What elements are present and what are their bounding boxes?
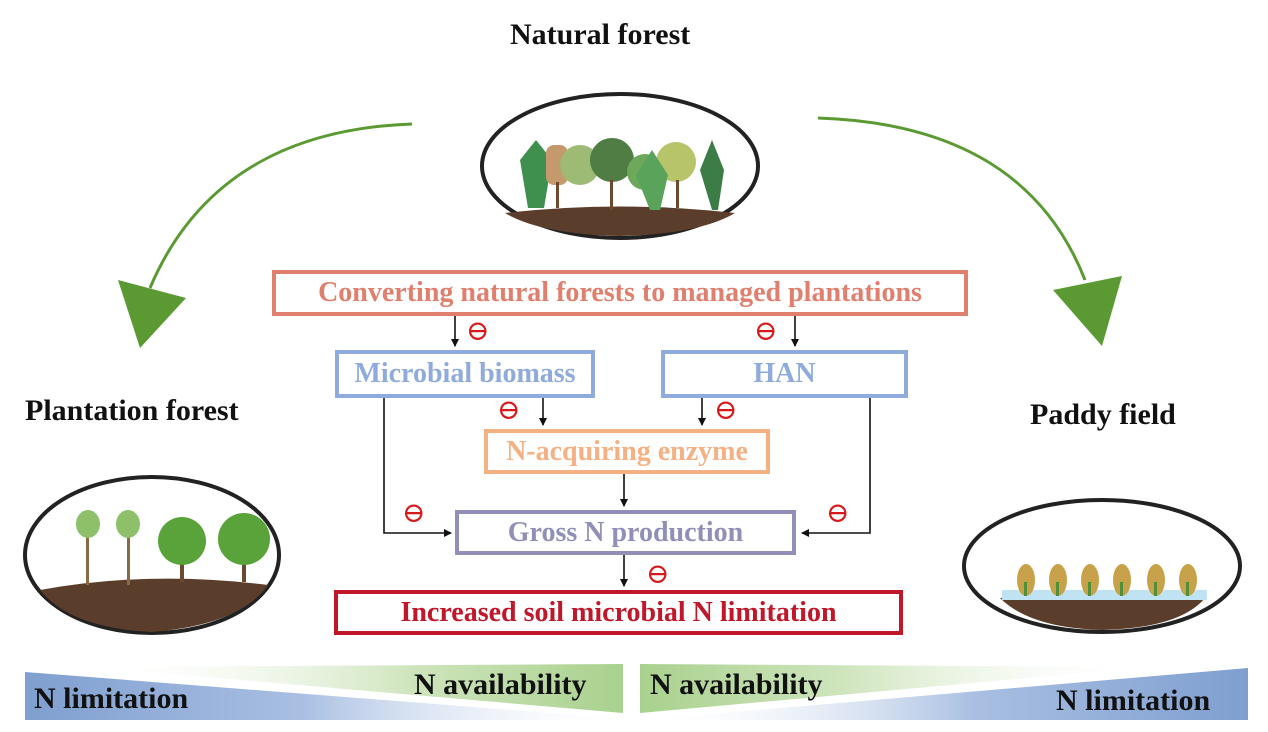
- gradient-bar: [25, 664, 1248, 720]
- n-acquiring-enzyme-box: N-acquiring enzyme: [484, 429, 770, 474]
- conversion-arrow-right: [817, 116, 1122, 346]
- negative-effect-icon: ⊖: [826, 498, 850, 529]
- arrow-biomass-to-gross: [383, 398, 452, 537]
- right-availability-wedge: [640, 664, 1150, 713]
- plantation-forest-label: Plantation forest: [25, 394, 239, 427]
- gross-n-production-box: Gross N production: [455, 510, 796, 555]
- plantation-forest-illustration: [23, 475, 281, 635]
- left-limitation-wedge: [25, 672, 640, 720]
- negative-effect-icon: ⊖: [646, 559, 670, 590]
- negative-effect-icon: ⊖: [466, 316, 490, 347]
- outcome-box: Increased soil microbial N limitation: [334, 590, 903, 635]
- right-limitation-wedge: [640, 668, 1248, 720]
- conversion-arrow-left: [118, 122, 413, 348]
- flow-connectors: [383, 316, 871, 587]
- negative-effect-icon: ⊖: [402, 498, 426, 529]
- negative-effect-icon: ⊖: [714, 395, 738, 426]
- right-n-limitation-label: N limitation: [1056, 684, 1211, 717]
- left-availability-wedge: [90, 664, 623, 713]
- natural-forest-illustration: [480, 92, 760, 240]
- conversion-box: Converting natural forests to managed pl…: [272, 270, 968, 316]
- negative-effect-icon: ⊖: [497, 395, 521, 426]
- negative-effect-icon: ⊖: [754, 316, 778, 347]
- paddy-field-illustration: [962, 498, 1242, 634]
- paddy-field-label: Paddy field: [1030, 398, 1176, 431]
- natural-forest-title: Natural forest: [510, 18, 691, 51]
- left-n-availability-label: N availability: [414, 668, 587, 701]
- han-box: HAN: [661, 350, 908, 398]
- left-n-limitation-label: N limitation: [34, 682, 189, 715]
- microbial-biomass-box: Microbial biomass: [335, 350, 595, 398]
- arrow-han-to-gross: [801, 398, 871, 537]
- right-n-availability-label: N availability: [650, 668, 823, 701]
